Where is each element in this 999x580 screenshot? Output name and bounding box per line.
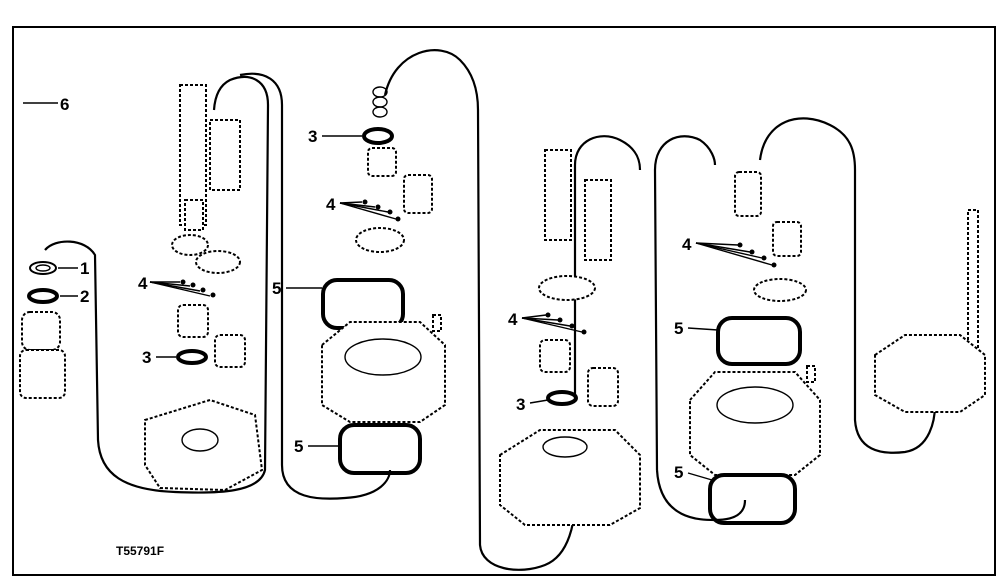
callout-4a: 4: [138, 274, 148, 293]
small-o-ring: [749, 249, 755, 255]
housing-bore: [181, 428, 219, 452]
wear-plate-4-part: [538, 275, 596, 301]
bushing-4b-part: [587, 367, 619, 407]
shaft-lower-part: [184, 199, 204, 231]
small-o-ring: [180, 279, 186, 285]
leader-5d: [687, 472, 713, 481]
housing-4-bore: [542, 436, 588, 458]
shaft-gear-part: [209, 119, 241, 191]
seal-ring-3-part: [176, 349, 208, 365]
small-o-ring: [200, 287, 206, 293]
housing-4-part: [499, 429, 641, 526]
tie-rod-part: [967, 209, 979, 361]
valve-body-5-part: [734, 171, 762, 217]
callout-4b: 4: [326, 195, 336, 214]
callout-6: 6: [60, 95, 69, 114]
dowel-pin-5-part: [806, 365, 816, 383]
small-o-ring: [761, 255, 767, 261]
callout-3a: 3: [142, 348, 151, 367]
small-o-ring: [362, 199, 368, 205]
o-rings-group-4: [545, 312, 587, 335]
small-o-ring: [387, 209, 393, 215]
valve-body-part: [367, 147, 397, 177]
shaft-gear-2-part: [584, 179, 612, 261]
small-o-ring: [395, 216, 401, 222]
small-o-ring: [771, 262, 777, 268]
callout-5a: 5: [272, 279, 281, 298]
small-o-ring: [557, 317, 563, 323]
dowel-pin-part: [432, 314, 442, 332]
figure-frame: [12, 26, 996, 576]
leader-5c: [687, 327, 719, 331]
small-o-ring: [190, 282, 196, 288]
valve-sleeve-part: [403, 174, 433, 214]
leader-4c: [521, 314, 583, 333]
callout-4c: 4: [508, 310, 518, 329]
callout-2: 2: [80, 287, 89, 306]
thrust-washer-part: [195, 250, 241, 274]
gasket-5a-part: [321, 278, 405, 330]
small-o-ring: [210, 292, 216, 298]
callout-3b: 3: [308, 127, 317, 146]
left-bushing-part: [19, 349, 66, 399]
leader-4b: [339, 201, 397, 220]
gasket-5d-part: [708, 473, 797, 525]
leader-3c: [529, 399, 549, 404]
o-rings-group-5: [737, 242, 777, 268]
callout-5d: 5: [674, 463, 683, 482]
housing-3-part: [321, 321, 446, 423]
o-ring-part: [27, 288, 59, 304]
callout-5b: 5: [294, 437, 303, 456]
housing-5-bore: [716, 386, 794, 424]
pump-housing-part: [144, 398, 264, 492]
seal-ring-3b-part: [362, 127, 394, 145]
housing-3-bore: [344, 338, 422, 376]
spring-stack-part: [372, 86, 388, 118]
figure-reference: T55791F: [116, 544, 164, 558]
small-o-ring: [581, 329, 587, 335]
o-rings-group-3: [362, 199, 401, 222]
wear-plate-3-part: [355, 227, 405, 253]
left-gear-part: [21, 311, 61, 351]
seal-ring-inner: [35, 264, 51, 272]
drive-shaft-2-part: [544, 149, 572, 241]
small-o-ring: [569, 323, 575, 329]
seal-ring-3c-part: [546, 390, 578, 406]
callout-1: 1: [80, 259, 89, 278]
bushing-4-part: [539, 339, 571, 373]
gasket-5c-part: [716, 316, 802, 366]
leader-4d: [695, 242, 773, 266]
callout-4d: 4: [682, 235, 692, 254]
valve-sleeve-5-part: [772, 221, 802, 257]
bushing-part-2: [214, 334, 246, 368]
wear-plate-5-part: [753, 278, 807, 302]
gasket-5b-part: [338, 423, 422, 475]
small-o-ring: [375, 204, 381, 210]
end-cover-part: [874, 334, 986, 413]
callout-5c: 5: [674, 319, 683, 338]
o-rings-group-2: [180, 279, 216, 298]
seal-ring-part: [29, 261, 57, 275]
small-o-ring: [545, 312, 551, 318]
callout-3c: 3: [516, 395, 525, 414]
bushing-part: [177, 304, 209, 338]
small-o-ring: [737, 242, 743, 248]
leader-4a: [149, 281, 211, 297]
wear-plate-part: [171, 234, 209, 256]
